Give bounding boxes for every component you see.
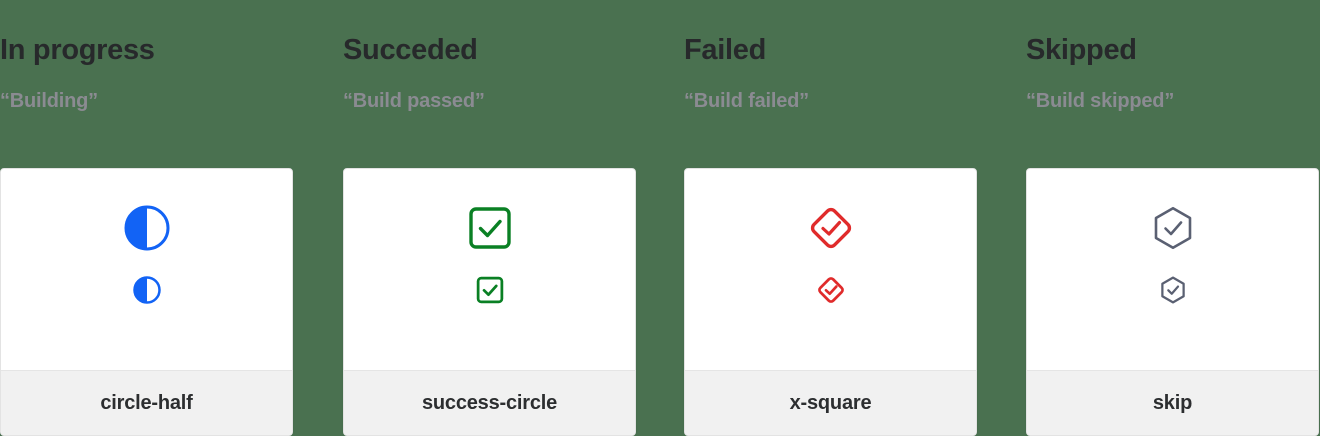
icon-card[interactable]: success-circle [343,168,636,436]
column-subtitle: “Building” [0,90,98,112]
icon-preview-area [344,169,635,372]
status-column-skipped: Skipped “Build skipped” skip [1026,0,1319,436]
icon-preview-area [1,169,292,372]
icon-card[interactable]: circle-half [0,168,293,436]
status-column-failed: Failed “Build failed” x-squ [684,0,977,436]
icon-preview-area [1027,169,1318,372]
page-title: In progress [0,34,155,66]
column-subtitle: “Build passed” [343,90,485,112]
page-title: Skipped [1026,34,1137,66]
success-circle-icon [468,207,511,249]
icon-card-footer: circle-half [1,370,292,435]
column-subtitle: “Build skipped” [1026,90,1175,112]
icon-name-label: circle-half [100,391,193,414]
icon-card-footer: success-circle [344,370,635,435]
x-square-icon-small [817,277,844,303]
status-column-succeded: Succeded “Build passed” success-circle [343,0,636,436]
x-square-icon [810,207,851,249]
icon-card-footer: x-square [685,370,976,435]
page-title: Failed [684,34,766,66]
circle-half-icon [124,205,169,251]
skip-icon [1154,206,1191,250]
icon-card[interactable]: x-square [684,168,977,436]
skip-icon-small [1160,276,1185,304]
icon-name-label: x-square [789,391,872,414]
icon-name-label: skip [1152,391,1193,414]
icon-preview-area [685,169,976,372]
icon-name-label: success-circle [421,391,558,414]
page-title: Succeded [343,34,478,66]
icon-card[interactable]: skip [1026,168,1319,436]
success-circle-icon-small [476,276,503,304]
icon-card-footer: skip [1027,370,1318,435]
circle-half-icon-small [132,276,161,304]
column-subtitle: “Build failed” [684,90,809,112]
status-column-in-progress: In progress “Building” circle-half [0,0,293,436]
